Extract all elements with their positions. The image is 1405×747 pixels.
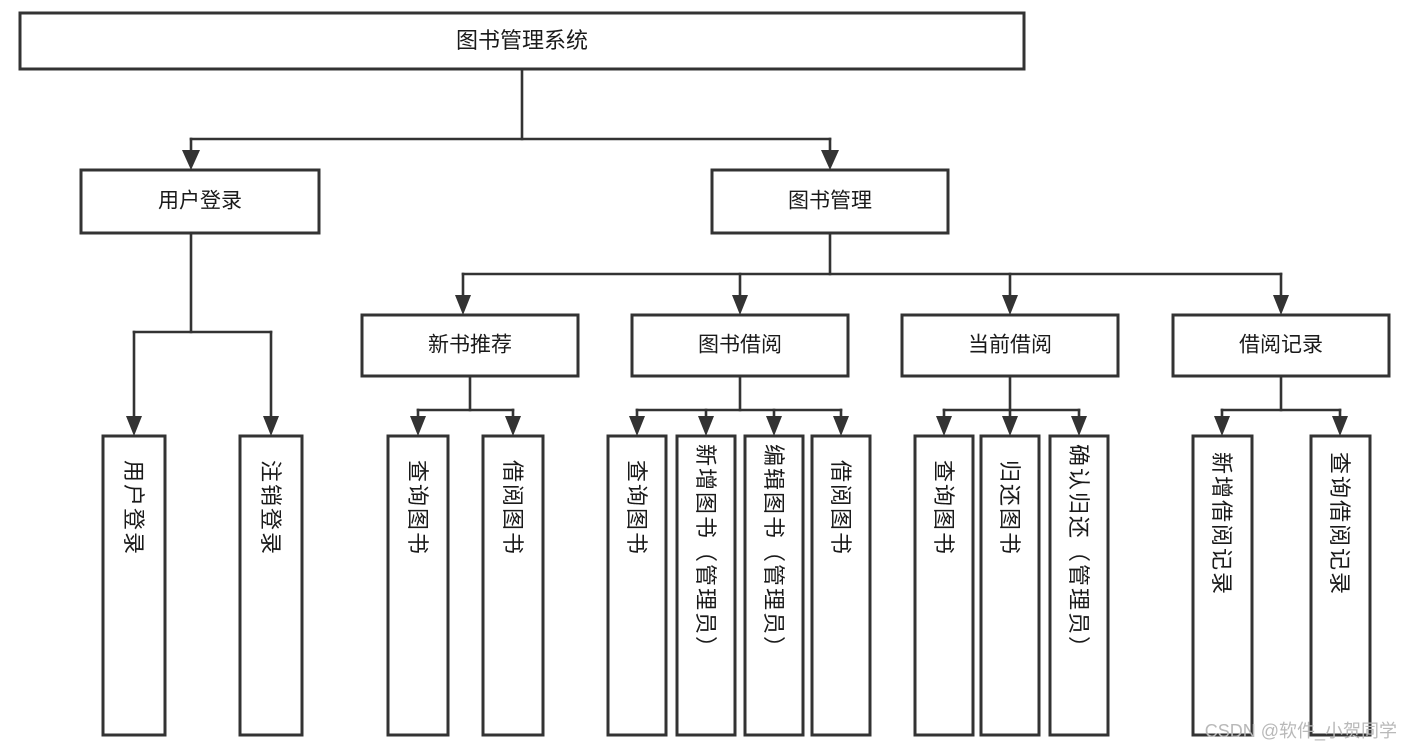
node-new-book-recommend-box[interactable] — [360, 313, 580, 378]
node-new-book-recommend-label: 新书推荐 — [428, 334, 512, 357]
node-root-box[interactable] — [18, 11, 1026, 71]
arrow-head-bb-leaf3 — [766, 416, 782, 436]
node-book-management[interactable]: 图书管理 — [710, 168, 950, 235]
arrow-head-nb-leaf2 — [505, 416, 521, 436]
arrow-head-nb-leaf1 — [410, 416, 426, 436]
node-borrow-record-label: 借阅记录 — [1239, 334, 1323, 357]
leaf-book-borrow-add-box[interactable] — [675, 434, 737, 737]
leaf-book-borrow-query-label: 查询图书 — [624, 460, 649, 556]
leaf-borrow-record-query-label: 查询借阅记录 — [1327, 452, 1352, 596]
node-borrow-record[interactable]: 借阅记录 — [1171, 313, 1391, 378]
leaf-current-borrow-query-label: 查询图书 — [931, 460, 956, 556]
leaf-book-borrow-borrow-box[interactable] — [810, 434, 872, 737]
leaf-book-borrow-query-box[interactable] — [606, 434, 668, 737]
leaf-book-borrow-add-label: 新增图书（管理员） — [693, 444, 718, 660]
leaf-current-borrow-return[interactable]: 归还图书 — [979, 434, 1041, 737]
node-book-borrow-box[interactable] — [630, 313, 850, 378]
node-borrow-record-box[interactable] — [1171, 313, 1391, 378]
leaf-borrow-record-add-box[interactable] — [1191, 434, 1254, 737]
arrow-head-leaf-user-login — [126, 416, 142, 436]
leaf-borrow-record-add[interactable]: 新增借阅记录 — [1191, 434, 1254, 737]
leaf-current-borrow-confirm-label: 确认归还（管理员） — [1066, 444, 1091, 660]
leaf-book-borrow-edit-label: 编辑图书（管理员） — [761, 444, 786, 660]
arrow-head-br-leaf2 — [1332, 416, 1348, 436]
node-root-label: 图书管理系统 — [456, 28, 588, 53]
leaf-new-book-query[interactable]: 查询图书 — [386, 434, 450, 737]
arrow-head-bb-leaf2 — [698, 416, 714, 436]
node-current-borrow-label: 当前借阅 — [968, 334, 1052, 357]
leaf-current-borrow-return-label: 归还图书 — [997, 460, 1022, 556]
node-book-borrow[interactable]: 图书借阅 — [630, 313, 850, 378]
node-user-login-label: 用户登录 — [158, 190, 242, 213]
leaf-book-borrow-borrow[interactable]: 借阅图书 — [810, 434, 872, 737]
leaf-new-book-query-box[interactable] — [386, 434, 450, 737]
arrow-head-cb-leaf1 — [936, 416, 952, 436]
arrow-head-bb-leaf1 — [629, 416, 645, 436]
arrow-head-user-login — [182, 150, 200, 170]
leaf-user-login-logout[interactable]: 注销登录 — [238, 434, 304, 737]
node-book-management-box[interactable] — [710, 168, 950, 235]
node-book-borrow-label: 图书借阅 — [698, 334, 782, 357]
leaf-user-login-login[interactable]: 用户登录 — [101, 434, 167, 737]
leaf-current-borrow-query[interactable]: 查询图书 — [913, 434, 975, 737]
arrow-head-book-management — [821, 150, 839, 170]
node-book-management-label: 图书管理 — [788, 190, 872, 213]
leaf-current-borrow-query-box[interactable] — [913, 434, 975, 737]
leaf-new-book-borrow-box[interactable] — [481, 434, 545, 737]
arrow-head-book-borrow — [732, 295, 748, 315]
leaf-new-book-borrow-label: 借阅图书 — [500, 460, 525, 556]
leaf-current-borrow-confirm[interactable]: 确认归还（管理员） — [1048, 434, 1110, 737]
node-current-borrow[interactable]: 当前借阅 — [900, 313, 1120, 378]
arrow-head-leaf-logout — [263, 416, 279, 436]
node-new-book-recommend[interactable]: 新书推荐 — [360, 313, 580, 378]
leaf-book-borrow-add[interactable]: 新增图书（管理员） — [675, 434, 737, 737]
leaf-new-book-query-label: 查询图书 — [405, 460, 430, 556]
node-root[interactable]: 图书管理系统 — [18, 11, 1026, 71]
connector-group-root-to-level2 — [182, 67, 839, 170]
leaf-book-borrow-query[interactable]: 查询图书 — [606, 434, 668, 737]
leaf-user-login-logout-box[interactable] — [238, 434, 304, 737]
leaf-book-borrow-edit-box[interactable] — [743, 434, 805, 737]
leaf-borrow-record-query[interactable]: 查询借阅记录 — [1309, 434, 1372, 737]
connector-group-current-borrow-to-leaves — [936, 374, 1087, 436]
leaf-user-login-login-box[interactable] — [101, 434, 167, 737]
node-current-borrow-box[interactable] — [900, 313, 1120, 378]
connector-group-new-book-to-leaves — [410, 374, 521, 436]
leaf-new-book-borrow[interactable]: 借阅图书 — [481, 434, 545, 737]
connector-group-book-management-to-level3 — [455, 231, 1289, 315]
node-user-login-box[interactable] — [79, 168, 321, 235]
node-user-login[interactable]: 用户登录 — [79, 168, 321, 235]
leaf-borrow-record-query-box[interactable] — [1309, 434, 1372, 737]
arrow-head-cb-leaf3 — [1071, 416, 1087, 436]
leaf-borrow-record-add-label: 新增借阅记录 — [1209, 452, 1234, 596]
leaf-user-login-logout-label: 注销登录 — [258, 460, 283, 556]
arrow-head-bb-leaf4 — [833, 416, 849, 436]
leaf-book-borrow-edit[interactable]: 编辑图书（管理员） — [743, 434, 805, 737]
arrow-head-current-borrow — [1002, 295, 1018, 315]
connector-group-borrow-record-to-leaves — [1214, 374, 1348, 436]
arrow-head-cb-leaf2 — [1002, 416, 1018, 436]
leaf-current-borrow-confirm-box[interactable] — [1048, 434, 1110, 737]
leaf-book-borrow-borrow-label: 借阅图书 — [828, 460, 853, 556]
connector-group-book-borrow-to-leaves — [629, 374, 849, 436]
arrow-head-borrow-record — [1273, 295, 1289, 315]
arrow-head-br-leaf1 — [1214, 416, 1230, 436]
leaf-user-login-login-label: 用户登录 — [121, 460, 146, 556]
leaf-current-borrow-return-box[interactable] — [979, 434, 1041, 737]
watermark-text: CSDN @软件_小贺同学 — [1204, 721, 1397, 741]
connector-group-user-login-to-leaves — [126, 231, 279, 436]
arrow-head-new-book — [455, 295, 471, 315]
